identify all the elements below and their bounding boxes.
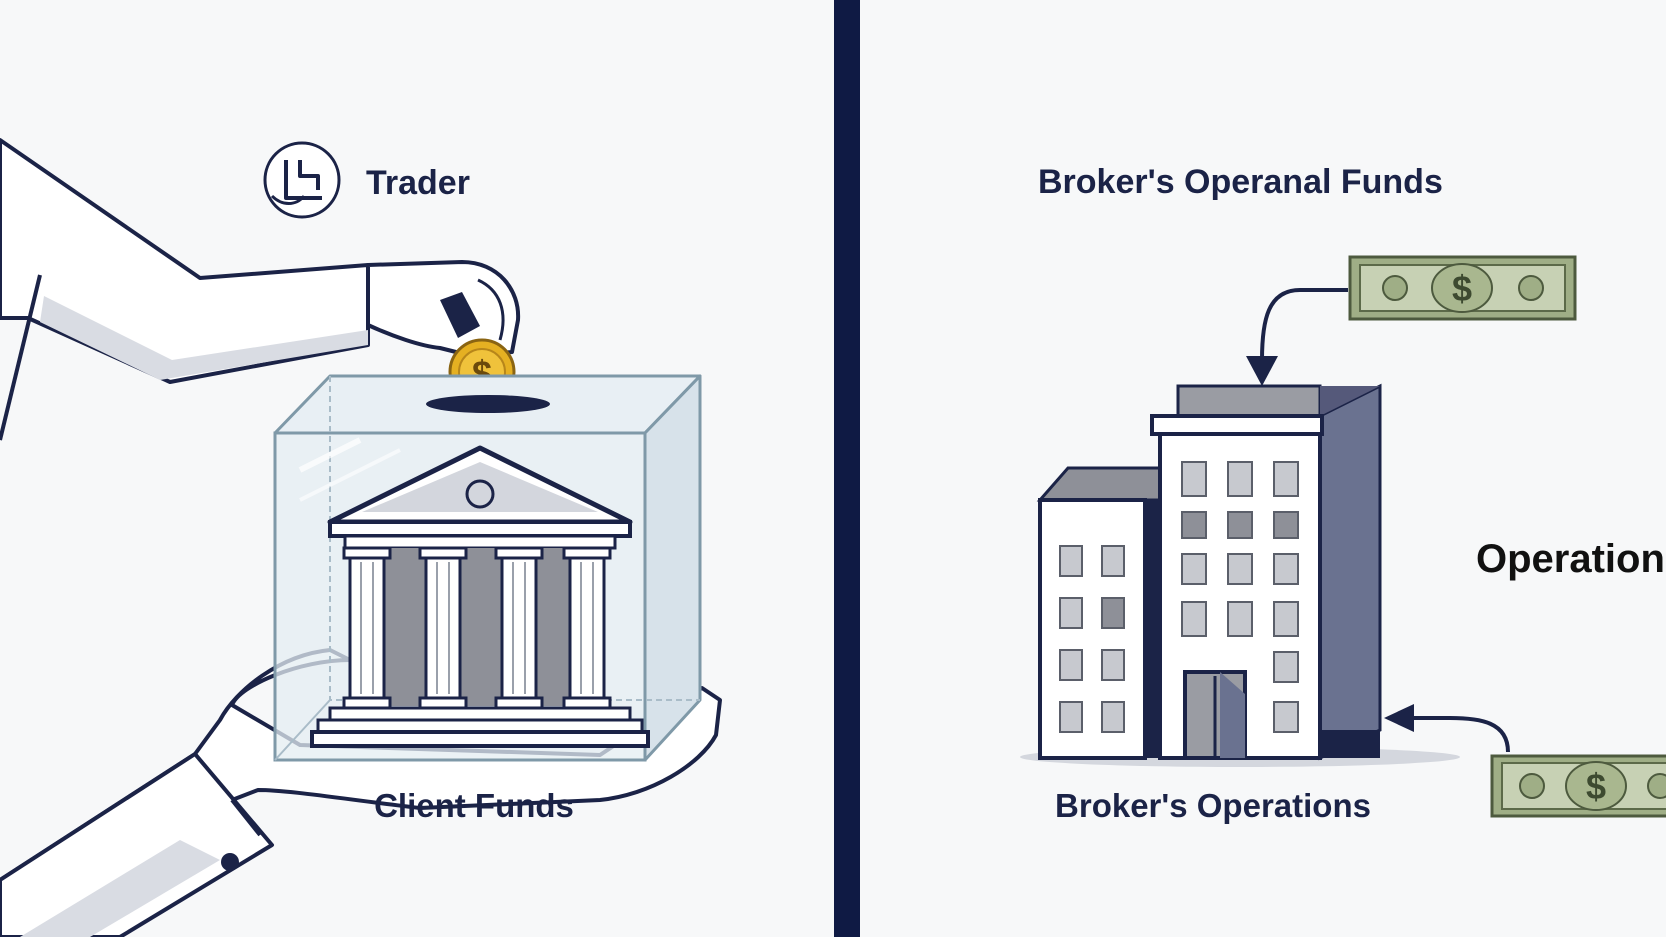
trader-arm xyxy=(0,138,521,441)
bill-bottom-dollar-sign: $ xyxy=(1586,766,1606,807)
bank-building-icon xyxy=(310,445,650,748)
outflow-arrow xyxy=(1384,704,1510,753)
dollar-bill-top: $ xyxy=(1348,255,1577,321)
trader-label: Trader xyxy=(366,164,470,202)
operational-funds-title: Broker's Operanal Funds xyxy=(1038,163,1443,201)
panel-divider xyxy=(834,0,860,937)
coin-slot xyxy=(426,395,550,413)
broker-operations-label: Broker's Operations xyxy=(1055,787,1371,824)
bill-top-dollar-sign: $ xyxy=(1452,268,1472,309)
cuff-button xyxy=(221,853,239,871)
operations-side-label: Operation xyxy=(1476,537,1665,581)
inflow-arrow xyxy=(1246,288,1348,386)
broker-office-building xyxy=(1020,383,1460,767)
client-funds-label: Client Funds xyxy=(374,787,574,824)
dollar-bill-bottom: $ xyxy=(1490,754,1666,818)
trader-logo-icon xyxy=(263,141,341,219)
